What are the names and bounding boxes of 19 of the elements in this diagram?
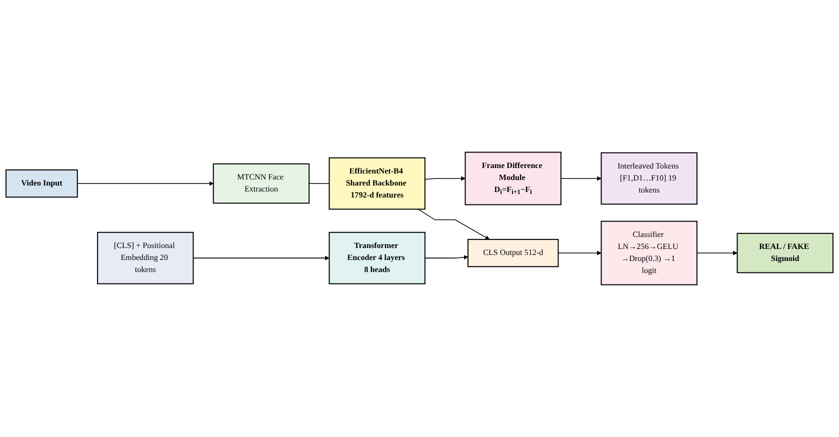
arrow [560, 176, 602, 181]
arrow [424, 255, 468, 260]
arrow [696, 250, 738, 256]
connector [308, 183, 330, 184]
arrow [418, 208, 490, 240]
node-box: MTCNN Face Extraction [212, 163, 310, 204]
arrow [77, 181, 214, 186]
arrow [192, 256, 330, 260]
node-box: CLS Output 512-d [467, 238, 559, 268]
arrow [558, 250, 602, 256]
node-box: Frame Difference Module D$_{i}$=F$_{i+1}$−F$_{i}$ [464, 152, 562, 206]
node-box: REAL / FAKE Sigmoid [736, 232, 834, 274]
arrow [424, 176, 466, 181]
node-box: [CLS] + Positional Embedding 20 tokens [97, 232, 194, 284]
node-box: Transformer Encoder 4 layers 8 heads [328, 232, 426, 284]
node-box: Classifier LN→256→GELU →Drop(0.3) →1 logit [600, 220, 698, 286]
node-box: Interleaved Tokens [F1,D1…F10] 19 tokens [600, 152, 698, 205]
node-box: Video Input [6, 169, 78, 198]
node-box: EfficientNet-B4 Shared Backbone 1792-d features [328, 157, 426, 210]
